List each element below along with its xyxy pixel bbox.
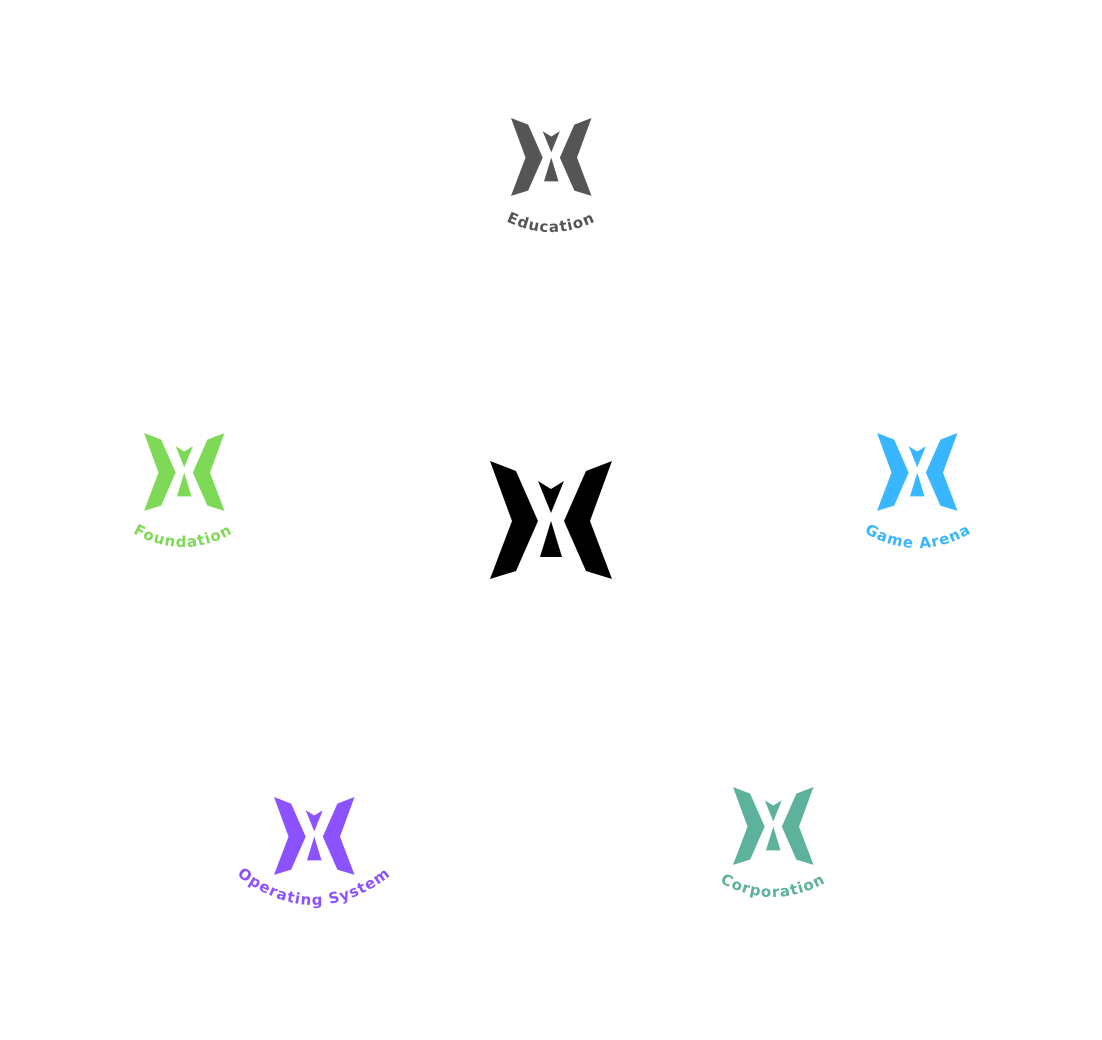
center-logo-icon	[490, 461, 612, 579]
education-logo-icon	[511, 118, 592, 196]
foundation-label: Foundation	[131, 520, 235, 551]
game-arena-logo-icon	[877, 433, 958, 511]
education-label: Education	[505, 208, 598, 236]
operating-system-label: Operating System	[234, 864, 393, 909]
corporation-logo-icon	[733, 787, 814, 865]
operating-system-logo-icon	[274, 797, 355, 875]
foundation-logo-icon	[144, 433, 225, 511]
game-arena-label: Game Arena	[862, 520, 973, 552]
corporation-label: Corporation	[718, 870, 828, 901]
